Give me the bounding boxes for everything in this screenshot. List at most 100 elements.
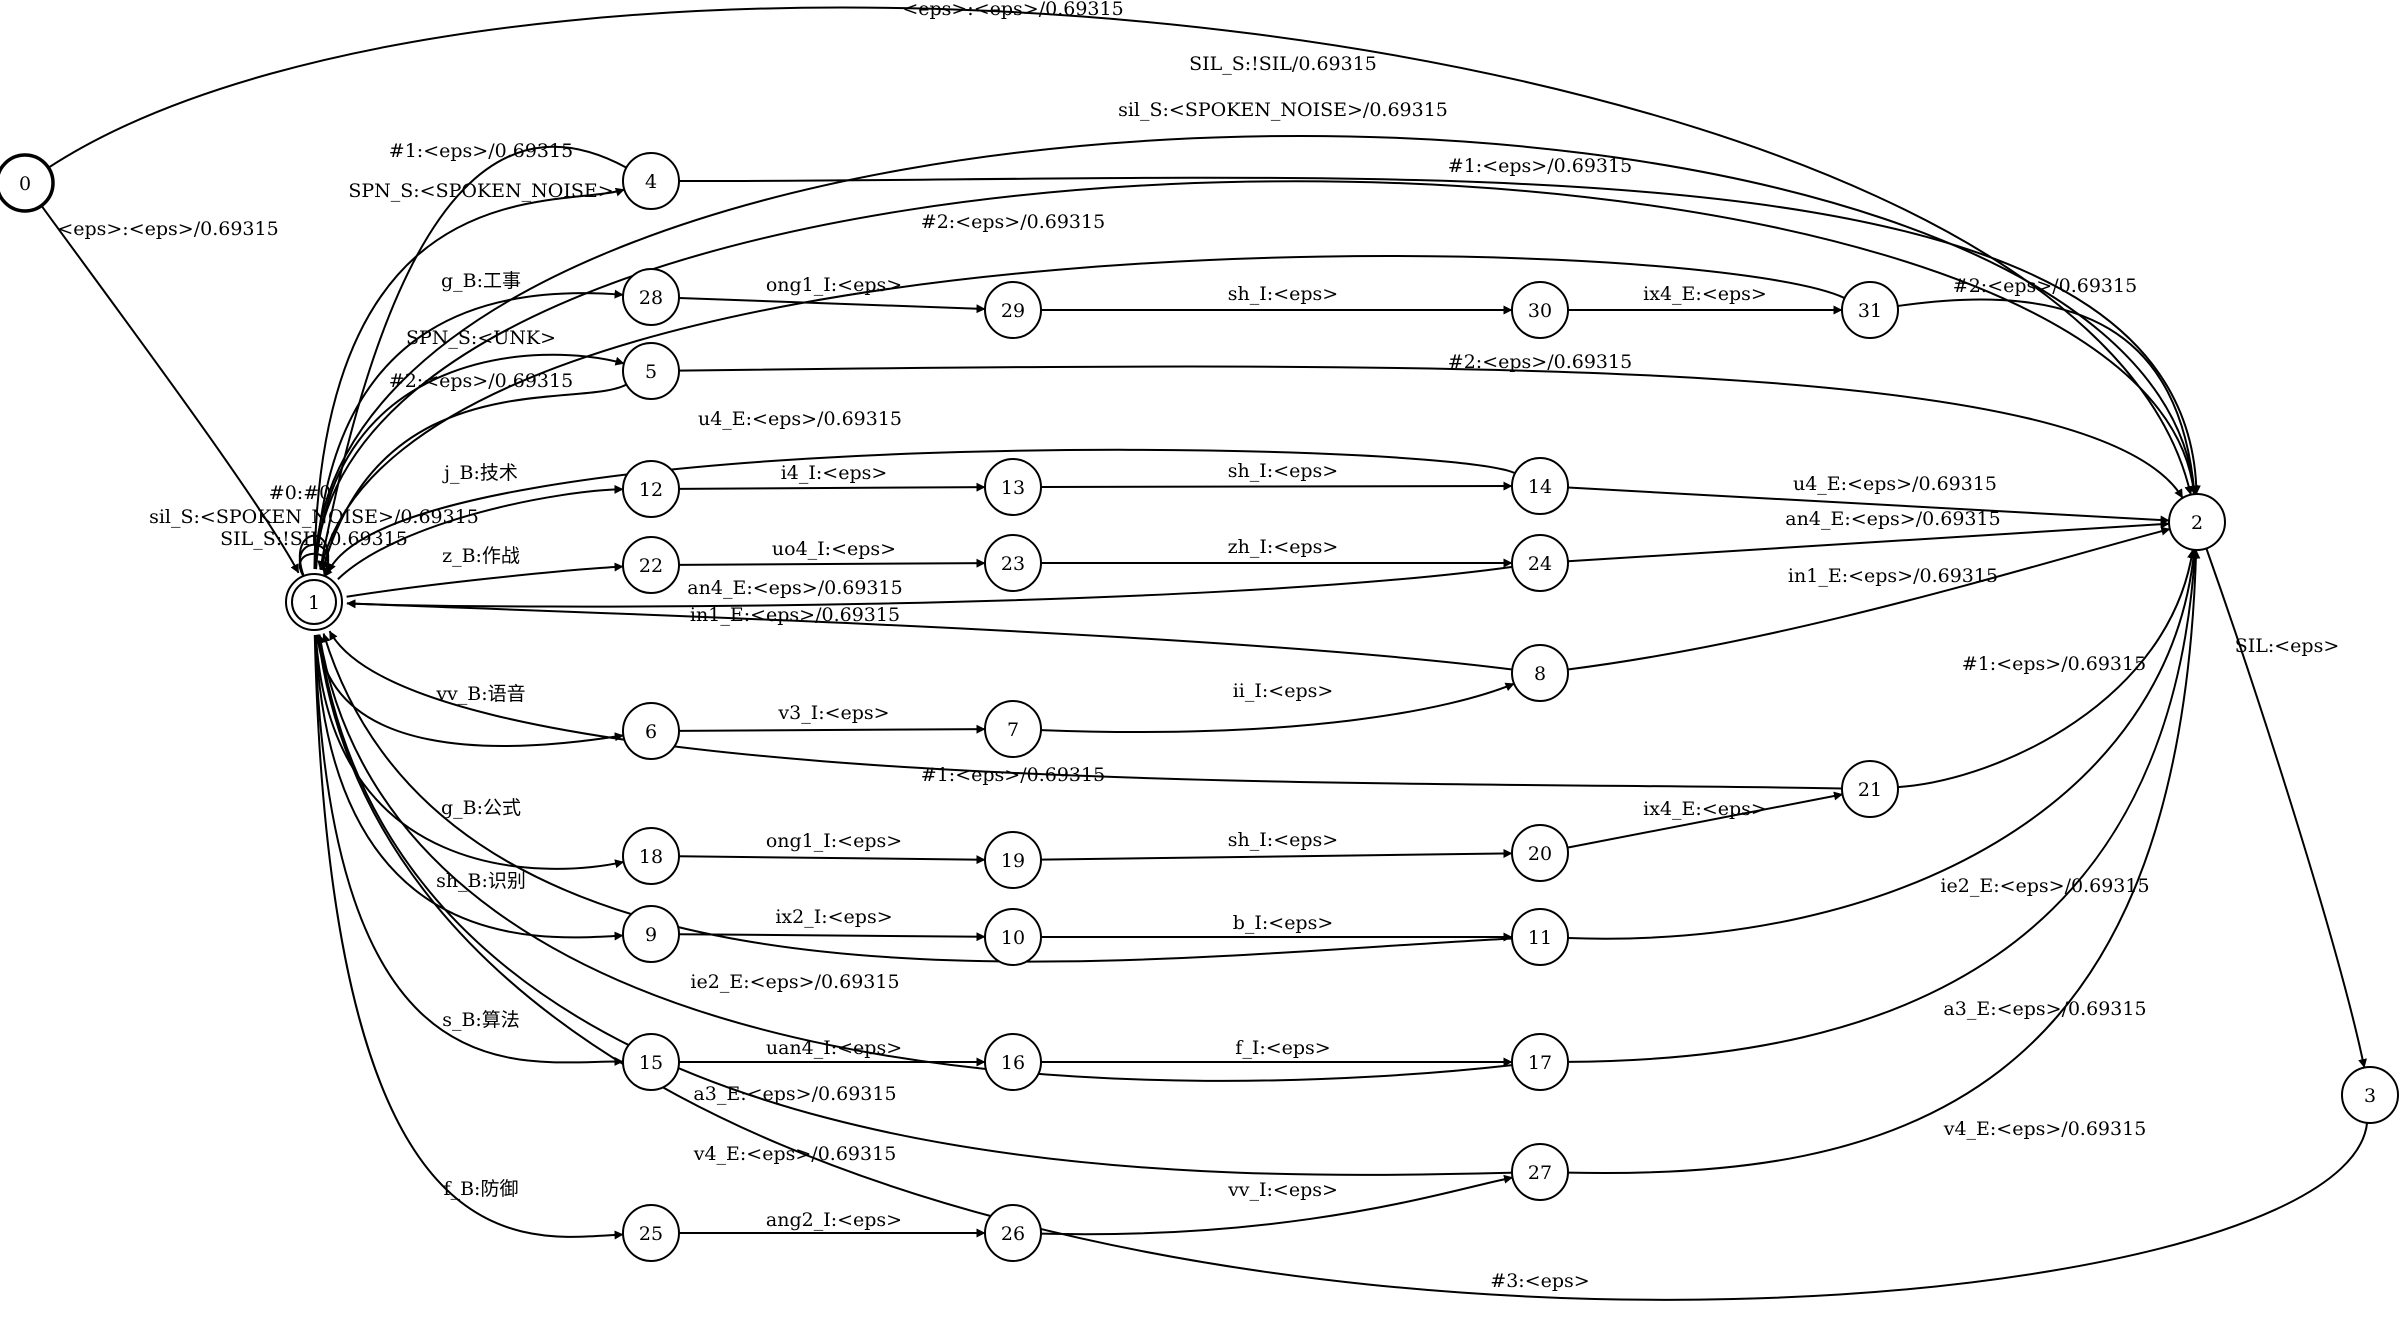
state-label: 0	[19, 173, 31, 195]
state-node-19: 19	[984, 831, 1042, 889]
edge-1-to-2	[314, 180, 2198, 570]
edge-label: sh_B:识别	[436, 870, 526, 892]
edge-label: #2:<eps>/0.69315	[921, 211, 1105, 233]
edge-label: v4_E:<eps>/0.69315	[693, 1143, 897, 1165]
state-circle	[1511, 908, 1569, 966]
edge-label: u4_E:<eps>/0.69315	[698, 408, 902, 430]
edge-label: #1:<eps>/0.69315	[921, 764, 1105, 786]
state-node-17: 17	[1511, 1033, 1569, 1091]
edge-label: u4_E:<eps>/0.69315	[1793, 473, 1997, 495]
edge-label: ie2_E:<eps>/0.69315	[1940, 875, 2149, 897]
edge-label: f_B:防御	[444, 1178, 519, 1200]
edge-26-to-27	[1040, 1174, 1513, 1236]
edge-label: SIL_S:!SIL/0.69315	[220, 528, 408, 550]
edge-27-to-1	[315, 634, 1513, 1176]
edge-label: #2:<eps>/0.69315	[389, 370, 573, 392]
state-label: 20	[1528, 843, 1552, 865]
state-label: 28	[639, 287, 663, 309]
state-circle	[622, 1204, 680, 1262]
state-label: 10	[1001, 927, 1025, 949]
edge-label: SIL:<eps>	[2235, 635, 2340, 657]
state-label: 30	[1528, 300, 1552, 322]
state-node-27: 27	[1511, 1143, 1569, 1201]
state-node-6: 6	[622, 702, 680, 760]
edge-1-to-4	[313, 187, 625, 570]
state-node-10: 10	[984, 908, 1042, 966]
edge-7-to-8	[1040, 682, 1515, 734]
state-circle	[622, 268, 680, 326]
state-label: 18	[639, 846, 663, 868]
edge-layer	[40, 6, 2369, 1301]
state-label: 14	[1528, 476, 1552, 498]
edge-label: ong1_I:<eps>	[766, 274, 902, 296]
edge-13-to-14	[1040, 481, 1513, 491]
edge-label: zh_I:<eps>	[1228, 536, 1339, 558]
edge-4-to-2	[678, 176, 2201, 495]
state-circle	[622, 702, 680, 760]
edge-4-to-1	[317, 145, 627, 571]
state-node-21: 21	[1841, 760, 1899, 818]
state-circle	[1511, 824, 1569, 882]
edge-label: SPN_S:<UNK>	[406, 327, 556, 349]
edge-label: SPN_S:<SPOKEN_NOISE>	[348, 180, 613, 202]
state-node-9: 9	[622, 905, 680, 963]
edge-label: z_B:作战	[442, 545, 520, 567]
state-node-18: 18	[622, 827, 680, 885]
edge-1-to-2	[313, 135, 2199, 570]
state-node-11: 11	[1511, 908, 1569, 966]
edge-label: an4_E:<eps>/0.69315	[687, 577, 902, 599]
state-circle	[622, 536, 680, 594]
state-circle	[984, 831, 1042, 889]
state-node-26: 26	[984, 1204, 1042, 1262]
edge-label: #1:<eps>/0.69315	[1962, 653, 2146, 675]
edge-label: ix4_E:<eps>	[1643, 283, 1767, 305]
edge-2-to-3	[2205, 548, 2368, 1069]
edge-5-to-2	[678, 365, 2184, 499]
state-circle	[622, 342, 680, 400]
state-node-8: 8	[1511, 644, 1569, 702]
edge-label: ang2_I:<eps>	[766, 1209, 902, 1231]
edge-label: sh_I:<eps>	[1228, 283, 1338, 305]
state-circle	[622, 827, 680, 885]
edge-12-to-13	[678, 482, 986, 492]
edge-label: sh_I:<eps>	[1228, 829, 1338, 851]
state-circle	[984, 458, 1042, 516]
edge-21-to-1	[328, 630, 1843, 790]
edge-28-to-29	[678, 297, 986, 314]
edge-8-to-1	[346, 599, 1513, 671]
edge-label: j_B:技术	[442, 462, 518, 484]
state-circle	[1841, 281, 1899, 339]
state-circle	[1841, 760, 1899, 818]
state-node-22: 22	[622, 536, 680, 594]
state-circle	[1511, 1033, 1569, 1091]
state-circle	[984, 534, 1042, 592]
edge-label: in1_E:<eps>/0.69315	[1788, 565, 1998, 587]
edge-label: s_B:算法	[442, 1009, 520, 1031]
edge-11-to-1	[321, 633, 1513, 963]
edge-14-to-2	[1567, 486, 2170, 525]
state-node-28: 28	[622, 268, 680, 326]
state-node-15: 15	[622, 1033, 680, 1091]
edge-label: #2:<eps>/0.69315	[1448, 351, 1632, 373]
edge-1-to-12	[337, 484, 624, 580]
edge-19-to-20	[1040, 848, 1513, 861]
edge-1-to-22	[346, 562, 624, 598]
edge-label: #2:<eps>/0.69315	[1953, 275, 2137, 297]
edge-label: SIL_S:!SIL/0.69315	[1189, 53, 1377, 75]
edge-label: ii_I:<eps>	[1233, 680, 1334, 702]
state-node-0: 0	[0, 153, 55, 213]
state-label: 4	[645, 171, 657, 193]
state-circle	[984, 281, 1042, 339]
state-node-20: 20	[1511, 824, 1569, 882]
state-label: 29	[1001, 300, 1025, 322]
edge-label: f_I:<eps>	[1235, 1037, 1330, 1059]
edge-label: an4_E:<eps>/0.69315	[1785, 508, 2000, 530]
state-circle	[622, 905, 680, 963]
edge-24-to-2	[1567, 519, 2170, 563]
state-label: 12	[639, 479, 663, 501]
state-label: 3	[2364, 1085, 2376, 1107]
edge-20-to-21	[1567, 791, 1843, 849]
edge-label: <eps>:<eps>/0.69315	[902, 0, 1123, 20]
